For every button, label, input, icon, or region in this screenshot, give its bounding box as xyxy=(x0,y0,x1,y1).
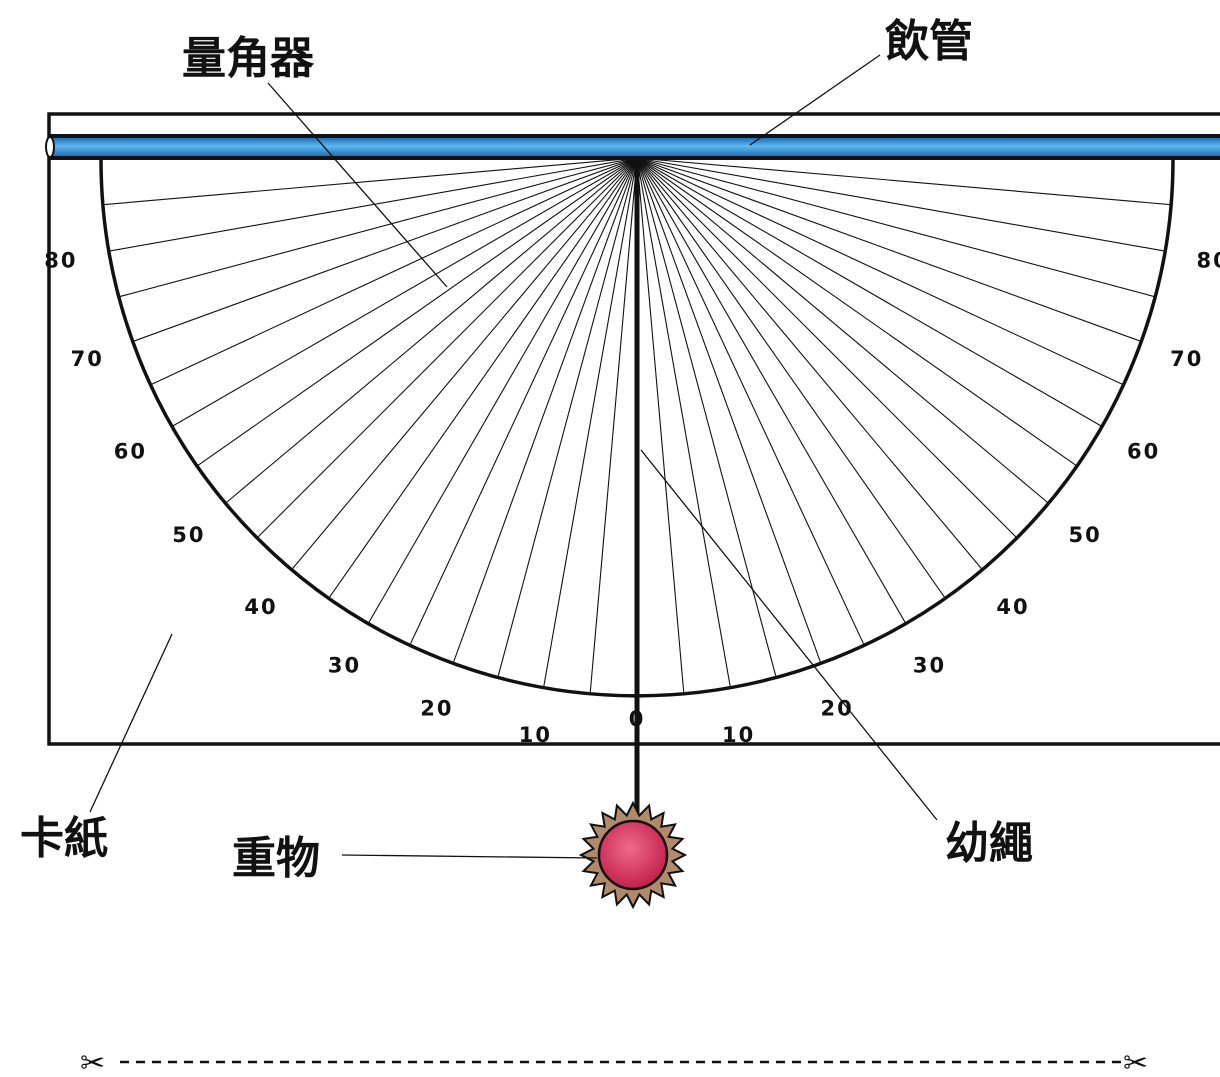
protractor-ray xyxy=(636,157,1102,427)
protractor-ray xyxy=(368,157,638,623)
weight xyxy=(578,800,688,910)
protractor-ray xyxy=(226,157,638,503)
leader-line-weight xyxy=(341,854,598,859)
protractor-ray xyxy=(109,157,638,252)
scissor-right-icon: ✂ xyxy=(1123,1046,1148,1077)
scale-label: 50 xyxy=(172,523,205,547)
protractor-ray xyxy=(636,157,1017,538)
protractor-ray xyxy=(636,157,864,645)
scale-label: 20 xyxy=(420,697,453,721)
leader-line-protractor xyxy=(267,82,448,288)
scale-label: 60 xyxy=(114,440,147,464)
protractor-ray xyxy=(636,157,1141,342)
protractor-ray xyxy=(636,157,1165,252)
scale-label: 50 xyxy=(1068,523,1101,547)
protractor-ray xyxy=(636,157,1077,466)
scale-label: 30 xyxy=(913,654,946,678)
label-protractor: 量角器 xyxy=(182,33,315,84)
protractor-ray xyxy=(543,157,638,686)
straw xyxy=(45,134,1220,160)
leader-line-card xyxy=(89,633,173,813)
scale-label: 10 xyxy=(519,723,552,747)
protractor-ray xyxy=(636,157,821,662)
leader-line-straw xyxy=(749,54,881,146)
protractor-ray xyxy=(410,157,638,645)
protractor-ray xyxy=(150,157,638,385)
protractor-ray xyxy=(636,157,1172,206)
scale-label: 30 xyxy=(328,654,361,678)
protractor-ray xyxy=(636,157,1155,298)
protractor-ray xyxy=(636,157,685,693)
label-straw: 飲管 xyxy=(885,16,973,67)
protractor-ray xyxy=(497,157,638,676)
protractor-ray xyxy=(636,157,945,598)
protractor-ray xyxy=(636,157,906,623)
protractor-ray xyxy=(133,157,638,342)
protractor-ray xyxy=(172,157,638,427)
scale-label: 70 xyxy=(1170,347,1203,371)
protractor-ray xyxy=(119,157,638,298)
protractor-ray xyxy=(197,157,638,466)
protractor-scale-labels: 807060504030201080706050403020100 xyxy=(44,249,1220,747)
scale-label: 40 xyxy=(996,595,1029,619)
scale-label: 40 xyxy=(244,595,277,619)
scale-label: 10 xyxy=(722,723,755,747)
protractor-ray xyxy=(636,157,731,686)
protractor-ray xyxy=(589,157,638,693)
protractor-rays xyxy=(102,157,1172,693)
scale-label: 80 xyxy=(44,249,77,273)
protractor-ray xyxy=(636,157,982,569)
protractor-ray xyxy=(292,157,638,569)
scale-label: 60 xyxy=(1127,440,1160,464)
label-weight: 重物 xyxy=(232,833,320,884)
leader-line-string xyxy=(640,449,938,821)
protractor-ray xyxy=(636,157,1124,385)
protractor-ray xyxy=(257,157,638,538)
label-string: 幼繩 xyxy=(945,818,1033,869)
scale-label: 20 xyxy=(820,697,853,721)
scissor-left-icon: ✂ xyxy=(80,1046,105,1077)
protractor-ray xyxy=(102,157,638,206)
scale-label: 70 xyxy=(71,347,104,371)
protractor-ray xyxy=(329,157,638,598)
label-card: 卡紙 xyxy=(20,813,108,864)
cut-line: ✂ ✂ xyxy=(80,1046,1148,1077)
protractor-ray xyxy=(636,157,1048,503)
scale-label: 80 xyxy=(1196,249,1220,273)
protractor-ray xyxy=(453,157,638,662)
